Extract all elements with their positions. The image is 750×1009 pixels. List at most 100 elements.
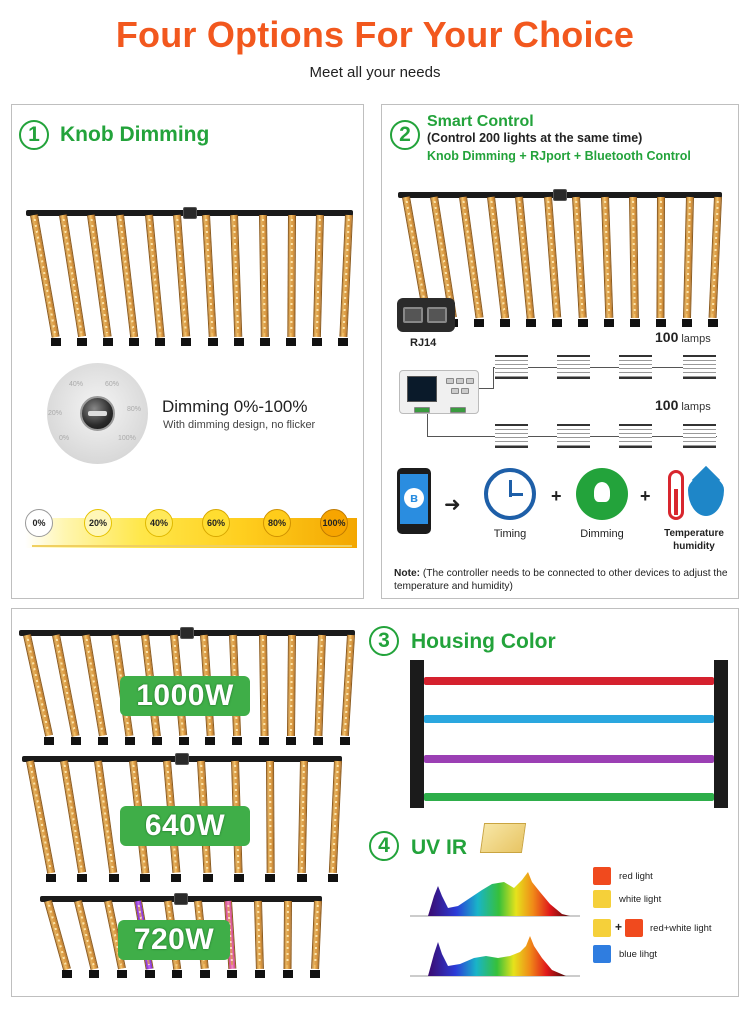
knob-tick: 20%	[48, 410, 63, 417]
strip-end-cap	[124, 737, 135, 745]
led-strip	[708, 196, 722, 319]
led-strip	[311, 900, 322, 970]
watt-badge-640: 640W	[120, 806, 250, 846]
plus-icon: +	[615, 920, 623, 934]
strip-end-cap	[117, 970, 128, 978]
led-strip	[328, 760, 342, 874]
led-strip	[173, 214, 191, 338]
strip-end-cap	[199, 970, 210, 978]
led-strip	[52, 634, 80, 737]
dimming-label: Dimming	[580, 528, 624, 540]
section-title-smart-control: Smart Control	[427, 113, 534, 130]
housing-bar-red	[424, 677, 714, 685]
strip-end-cap	[171, 874, 182, 882]
controller-device-icon	[399, 370, 479, 414]
led-strip	[628, 196, 639, 319]
led-strip	[26, 760, 56, 874]
strip-end-cap	[151, 737, 162, 745]
mini-lamp-icon	[557, 355, 590, 379]
led-strip	[23, 634, 54, 737]
strip-end-cap	[474, 319, 485, 327]
housing-bar-blue	[424, 715, 714, 723]
strip-end-cap	[338, 338, 349, 346]
mini-lamp-icon	[557, 424, 590, 448]
timing-label: Timing	[493, 528, 527, 540]
section-title-knob-dimming: Knob Dimming	[60, 123, 210, 146]
mini-lamp-icon	[619, 424, 652, 448]
strip-end-cap	[140, 874, 151, 882]
red-light-swatch	[593, 867, 611, 885]
housing-bar-purple	[424, 755, 714, 763]
strip-end-cap	[707, 319, 718, 327]
led-strip	[58, 214, 86, 338]
led-strip	[254, 900, 264, 970]
section-number-2: 2	[390, 120, 420, 150]
led-strip	[487, 196, 510, 319]
section-number-4: 4	[369, 831, 399, 861]
humidity-label: humidity	[673, 541, 715, 552]
strip-end-cap	[233, 874, 244, 882]
level-badge-60: 60%	[202, 509, 230, 537]
driver-hub-icon	[175, 753, 189, 765]
knob-tick: 60%	[105, 381, 120, 388]
led-strip	[515, 196, 536, 319]
knob-tick: 0%	[59, 435, 70, 442]
white-light-swatch	[593, 919, 611, 937]
led-strip	[313, 634, 326, 737]
knob-tick: 100%	[118, 435, 136, 442]
bluetooth-phone-icon: ʙ	[397, 468, 431, 534]
strip-end-cap	[500, 319, 511, 327]
led-strip	[44, 899, 71, 971]
spectrum-graph	[410, 868, 580, 920]
panel-knob-dimming	[11, 104, 364, 599]
led-strip	[682, 196, 694, 319]
strip-end-cap	[108, 874, 119, 882]
led-strip	[600, 196, 613, 319]
strip-end-cap	[61, 970, 72, 978]
strip-end-cap	[207, 338, 218, 346]
strip-end-cap	[178, 737, 189, 745]
strip-end-cap	[339, 737, 350, 745]
led-strip	[297, 760, 308, 874]
strip-end-cap	[286, 338, 297, 346]
led-strip	[87, 214, 112, 338]
panel-smart-control	[381, 104, 739, 599]
strip-end-cap	[97, 737, 108, 745]
led-strip	[94, 760, 118, 874]
level-badge-0: 0%	[25, 509, 53, 537]
strip-end-cap	[259, 737, 270, 745]
led-strip	[313, 214, 325, 338]
strip-end-cap	[296, 874, 307, 882]
water-drop-icon	[688, 476, 724, 516]
thermometer-icon	[668, 470, 684, 520]
spectrum-graph	[410, 928, 580, 980]
strip-end-cap	[205, 737, 216, 745]
led-strip	[81, 634, 107, 737]
led-strip	[543, 196, 562, 319]
strip-end-cap	[202, 874, 213, 882]
strip-end-cap	[603, 319, 614, 327]
dimming-knob-image: 40% 60% 20% 80% 0% 100%	[47, 363, 148, 464]
smart-control-subtitle: (Control 200 lights at the same time)	[427, 131, 643, 145]
rj14-port-icon	[397, 298, 455, 332]
driver-hub-icon	[174, 893, 188, 905]
strip-end-cap	[76, 338, 87, 346]
strip-end-cap	[144, 970, 155, 978]
strip-end-cap	[71, 737, 82, 745]
blue-light-swatch	[593, 945, 611, 963]
strip-end-cap	[102, 338, 113, 346]
section-title-uv-ir: UV IR	[411, 836, 468, 859]
led-strip	[258, 634, 269, 737]
strip-end-cap	[254, 970, 265, 978]
page-subtitle: Meet all your needs	[309, 64, 441, 81]
led-chip-icon	[479, 823, 527, 853]
legend-white-light: white light	[619, 894, 662, 905]
dimming-range-title: Dimming 0%-100%	[162, 397, 308, 416]
dimming-arrow	[32, 545, 352, 547]
section-number-1: 1	[19, 120, 49, 150]
grow-light-640w	[22, 753, 342, 882]
strip-end-cap	[286, 737, 297, 745]
mini-lamp-icon	[495, 424, 528, 448]
legend-red-white-light: red+white light	[650, 923, 712, 934]
